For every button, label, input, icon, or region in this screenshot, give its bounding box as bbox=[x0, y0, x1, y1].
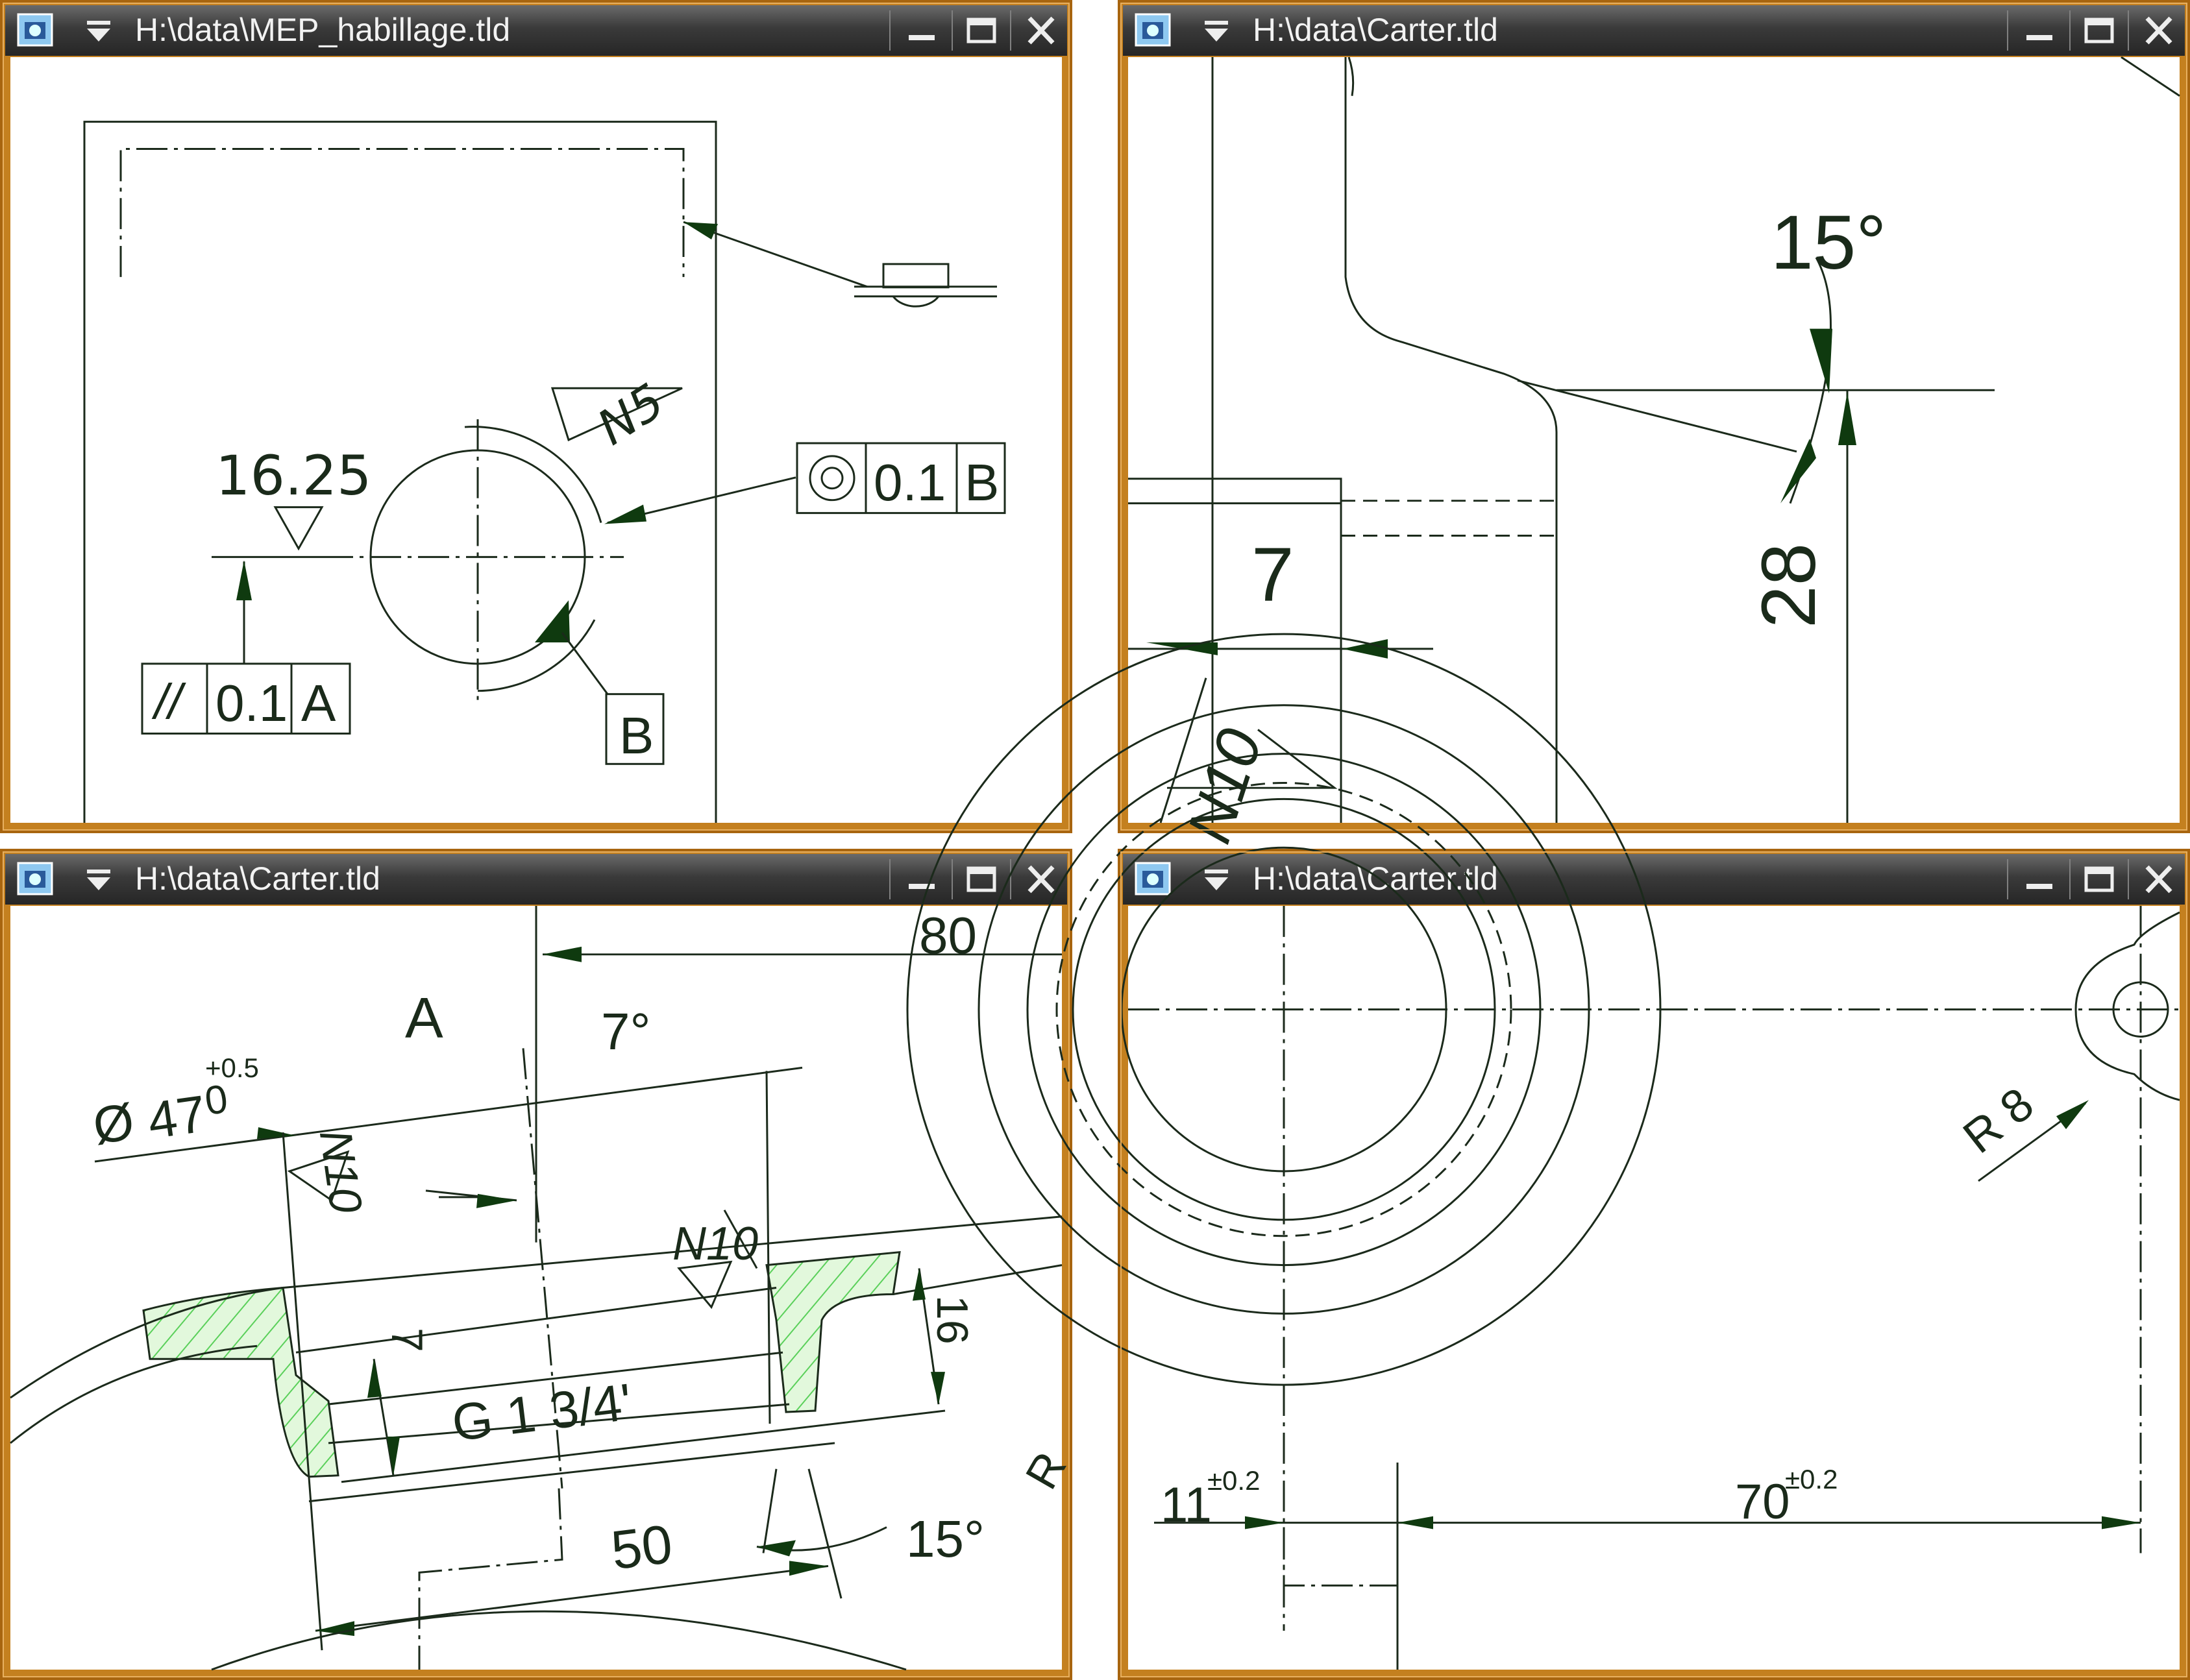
dim-28: 28 bbox=[1746, 542, 1832, 628]
dim-50: 50 bbox=[608, 1513, 676, 1581]
maximize-icon[interactable] bbox=[955, 10, 1007, 51]
close-icon[interactable] bbox=[2133, 859, 2185, 899]
technical-drawing bbox=[1128, 56, 2180, 823]
drawing-canvas[interactable]: R 8 11 ±0.2 70 ±0.2 bbox=[906, 633, 2180, 1670]
dim-16: 16 bbox=[928, 1295, 977, 1345]
diameter-value: 47 bbox=[144, 1084, 210, 1150]
datum-b: B bbox=[619, 707, 654, 764]
titlebar[interactable]: H:\data\Carter.tld bbox=[5, 854, 1067, 905]
viewer-icon[interactable] bbox=[1135, 13, 1171, 47]
parallel-datum: A bbox=[301, 674, 336, 732]
close-icon[interactable] bbox=[1015, 859, 1067, 899]
dim-70: 70 bbox=[1735, 1474, 1790, 1529]
titlebar[interactable]: H:\data\Carter.tld bbox=[1123, 5, 2185, 56]
parallel-tolerance: 0.1 bbox=[215, 674, 288, 732]
minimize-icon[interactable] bbox=[2013, 10, 2065, 51]
drawing-canvas[interactable]: 15° 7 28 N10 bbox=[1128, 56, 2180, 851]
dim-7: 7 bbox=[1251, 532, 1294, 618]
window-title: H:\data\Carter.tld bbox=[1253, 12, 1498, 48]
window-carter-3[interactable]: H:\data\Carter.tld bbox=[906, 633, 2190, 1680]
separator bbox=[2007, 859, 2008, 899]
viewer-icon[interactable] bbox=[17, 13, 53, 47]
menu-arrow-icon[interactable] bbox=[83, 17, 114, 45]
roughness-n10-right: N10 bbox=[672, 1218, 759, 1270]
separator bbox=[2128, 859, 2129, 899]
concentric-datum: B bbox=[965, 454, 1000, 511]
titlebar[interactable]: H:\data\MEP_habillage.tld bbox=[5, 5, 1067, 56]
parallel-tolerance-frame bbox=[141, 663, 351, 735]
dim-70-tolerance: ±0.2 bbox=[1785, 1464, 1838, 1494]
drawing-canvas[interactable]: 16.25 N5 0.1 B // 0.1 A B bbox=[10, 57, 1062, 823]
concentricity-frame bbox=[796, 442, 1006, 515]
maximize-icon[interactable] bbox=[955, 859, 1007, 899]
viewer-icon[interactable] bbox=[1135, 862, 1171, 895]
angle-7: 7° bbox=[601, 1003, 651, 1060]
menu-arrow-icon[interactable] bbox=[1201, 17, 1232, 45]
separator bbox=[1010, 859, 1011, 899]
dim-16-25: 16.25 bbox=[215, 444, 372, 507]
titlebar[interactable]: H:\data\Carter.tld bbox=[1123, 854, 2185, 905]
dim-80: 80 bbox=[919, 907, 977, 964]
window-title: H:\data\Carter.tld bbox=[135, 860, 380, 897]
window-carter-2[interactable]: H:\data\Carter.tld bbox=[0, 849, 1076, 1680]
angle-15: 15° bbox=[906, 1510, 985, 1568]
window-title: H:\data\MEP_habillage.tld bbox=[135, 12, 511, 48]
diameter-tolerance: +0.5 bbox=[205, 1053, 259, 1083]
window-mep-habillage[interactable]: H:\data\MEP_habillage.tld bbox=[0, 0, 1072, 833]
window-carter-1[interactable]: H:\data\Carter.tld bbox=[1118, 0, 2190, 851]
dim-11-tolerance: ±0.2 bbox=[1207, 1465, 1261, 1496]
separator bbox=[2128, 10, 2129, 51]
angle-15: 15° bbox=[1771, 200, 1887, 286]
technical-drawing bbox=[906, 633, 2180, 1670]
datum-a: A bbox=[405, 986, 443, 1050]
drawing-canvas[interactable]: 80 A 7° Ø 47 0 +0.5 N10 N10 7 G 1 3/4' 1… bbox=[10, 906, 1076, 1671]
dim-7: 7 bbox=[382, 1328, 432, 1352]
minimize-icon[interactable] bbox=[896, 10, 948, 51]
separator bbox=[2069, 859, 2071, 899]
dim-11: 11 bbox=[1161, 1478, 1212, 1533]
separator bbox=[2007, 10, 2008, 51]
close-icon[interactable] bbox=[2133, 10, 2185, 51]
viewer-icon[interactable] bbox=[17, 862, 53, 895]
separator bbox=[952, 859, 953, 899]
menu-arrow-icon[interactable] bbox=[83, 866, 114, 894]
minimize-icon[interactable] bbox=[2013, 859, 2065, 899]
separator bbox=[1010, 10, 1011, 51]
separator bbox=[889, 10, 891, 51]
maximize-icon[interactable] bbox=[2073, 10, 2125, 51]
separator bbox=[889, 859, 891, 899]
diameter-symbol: Ø bbox=[90, 1092, 138, 1155]
technical-drawing bbox=[10, 906, 1063, 1671]
menu-arrow-icon[interactable] bbox=[1201, 866, 1232, 894]
separator bbox=[2069, 10, 2071, 51]
separator bbox=[952, 10, 953, 51]
technical-drawing bbox=[83, 121, 1006, 823]
concentric-tolerance: 0.1 bbox=[874, 454, 946, 511]
parallel-symbol: // bbox=[154, 674, 182, 729]
maximize-icon[interactable] bbox=[2073, 859, 2125, 899]
close-icon[interactable] bbox=[1015, 10, 1067, 51]
minimize-icon[interactable] bbox=[896, 859, 948, 899]
window-title: H:\data\Carter.tld bbox=[1253, 860, 1498, 897]
